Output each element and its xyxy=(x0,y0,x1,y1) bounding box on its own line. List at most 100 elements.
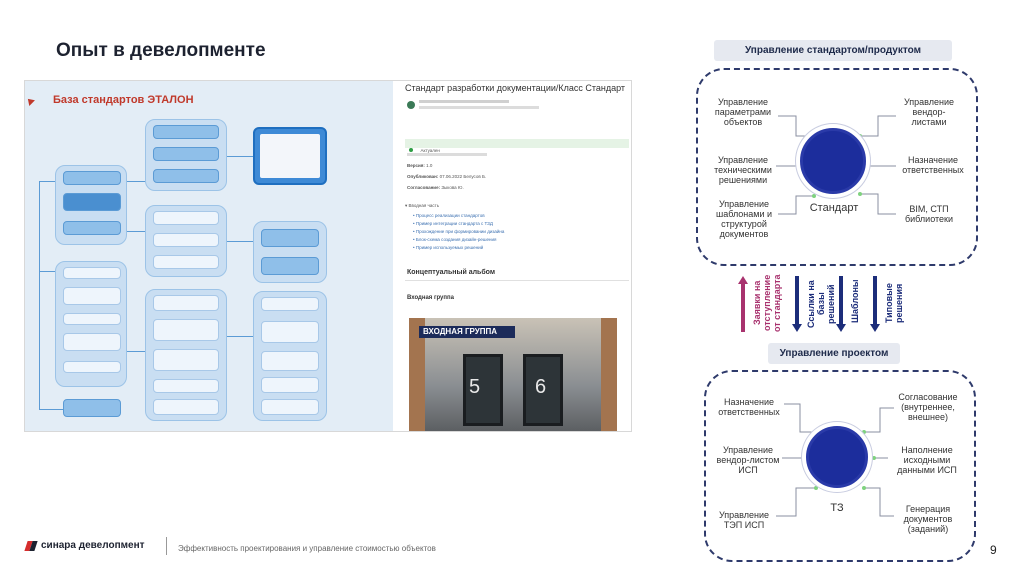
expand-link[interactable] xyxy=(407,153,487,156)
page-title: Опыт в девелопменте xyxy=(56,40,266,61)
tree-node[interactable] xyxy=(153,211,219,225)
divider xyxy=(166,537,167,555)
down-arrow-icon xyxy=(836,276,846,332)
standard-item: BIM, СТП библиотеки xyxy=(904,204,953,224)
standard-management-title: Управление стандартом/продуктом xyxy=(714,40,952,61)
tree-line xyxy=(39,271,63,272)
tree-line xyxy=(223,336,255,337)
standard-item: Управление вендор-листами xyxy=(903,97,955,127)
footer-caption: Эффективность проектирования и управлени… xyxy=(178,544,436,553)
doc-link[interactable]: • Процесс реализации стандартов xyxy=(413,213,485,218)
author-avatar xyxy=(407,101,415,109)
project-center-circle xyxy=(806,426,868,488)
standard-item: Управление техническими решениями xyxy=(714,155,772,185)
company-logo: синара девелопмент xyxy=(41,540,145,551)
standards-base-title: База стандартов ЭТАЛОН xyxy=(53,94,194,106)
doc-section-intro[interactable]: ▾ Вводная часть xyxy=(405,203,440,208)
tree-node[interactable] xyxy=(153,233,219,247)
tree-node[interactable] xyxy=(153,379,219,393)
project-item: Управление ТЭП ИСП xyxy=(718,510,770,530)
screenshot-panel: База стандартов ЭТАЛОН xyxy=(24,80,632,432)
arrow-label: Типовые решения xyxy=(884,283,904,323)
tree-line xyxy=(39,181,63,182)
standard-item: Управление шаблонами и структурой докуме… xyxy=(715,199,773,239)
company-logo-icon xyxy=(24,541,38,551)
tree-node[interactable] xyxy=(261,351,319,371)
album-subheading: Входная группа xyxy=(407,295,454,301)
entrance-group-image: ВХОДНАЯ ГРУППА 5 6 xyxy=(409,318,617,431)
up-arrow-icon xyxy=(738,276,748,332)
tree-node[interactable] xyxy=(63,171,121,185)
doc-link[interactable]: • Блок-схема создания дизайн-решения xyxy=(413,237,497,242)
album-banner: ВХОДНАЯ ГРУППА xyxy=(419,326,515,338)
tree-node[interactable] xyxy=(153,255,219,269)
tree-node[interactable] xyxy=(63,221,121,235)
tree-line xyxy=(125,181,149,182)
tree-line xyxy=(125,231,149,232)
standard-item: Назначение ответственных xyxy=(902,155,964,175)
standards-base-pane: База стандартов ЭТАЛОН xyxy=(25,81,393,431)
tree-node[interactable] xyxy=(153,319,219,341)
doc-field-approval: Согласование: Зыкова Ю. xyxy=(407,185,464,190)
doc-field-published: Опубликован: 07.06.2022 Белусов Б. xyxy=(407,174,487,179)
tree-node[interactable] xyxy=(261,297,319,311)
preview-thumbnail[interactable] xyxy=(253,127,327,185)
tree-node[interactable] xyxy=(153,125,219,139)
tree-line xyxy=(223,156,255,157)
arrow-label: Ссылки на базы решений xyxy=(806,280,836,328)
tree-node[interactable] xyxy=(261,257,319,275)
down-arrow-icon xyxy=(870,276,880,332)
doc-link[interactable]: • Прохождение при формировании дизайна xyxy=(413,229,505,234)
standard-item: Управление параметрами объектов xyxy=(714,97,772,127)
project-management-title: Управление проектом xyxy=(768,343,900,364)
author-meta xyxy=(419,100,509,103)
tree-node[interactable] xyxy=(261,377,319,393)
document-title: Стандарт разработки документации/Класс С… xyxy=(405,83,626,93)
project-center-label: ТЗ xyxy=(830,502,844,514)
project-item: Согласование (внутреннее, внешнее) xyxy=(898,392,958,422)
arrow-label: Заявки на отступление от стандарта xyxy=(752,274,782,332)
doc-link-list: • Процесс реализации стандартов • Пример… xyxy=(413,212,504,252)
tree-node[interactable] xyxy=(63,399,121,417)
tree-node[interactable] xyxy=(153,295,219,311)
tree-line xyxy=(125,351,149,352)
tree-node[interactable] xyxy=(153,349,219,371)
status-badge: Актуален xyxy=(420,148,440,153)
pointer-arrow-icon xyxy=(25,96,35,106)
project-item: Наполнение исходными данными ИСП xyxy=(897,445,957,475)
doc-field-version: Версия: 1.0 xyxy=(407,163,433,168)
tree-node[interactable] xyxy=(63,267,121,279)
project-item: Назначение ответственных xyxy=(718,397,780,417)
tree-node[interactable] xyxy=(153,169,219,183)
standard-management-box xyxy=(696,68,978,266)
project-item: Управление вендор-листом ИСП xyxy=(716,445,780,475)
album-number: 5 xyxy=(469,376,481,398)
tree-node[interactable] xyxy=(63,313,121,325)
author-meta xyxy=(419,106,539,109)
tree-node[interactable] xyxy=(261,399,319,415)
tree-node[interactable] xyxy=(63,193,121,211)
doc-link[interactable]: • Пример интеграции стандарта с ТЗД xyxy=(413,221,493,226)
project-management-box xyxy=(704,370,976,562)
tree-node[interactable] xyxy=(153,399,219,415)
album-heading: Концептуальный альбом xyxy=(407,269,496,276)
tree-node[interactable] xyxy=(261,229,319,247)
down-arrow-icon xyxy=(792,276,802,332)
tree-node[interactable] xyxy=(63,287,121,305)
standard-center-circle xyxy=(800,128,866,194)
project-item: Генерация документов (заданий) xyxy=(903,504,953,534)
tree-line xyxy=(39,409,63,410)
doc-link[interactable]: • Пример используемых решений xyxy=(413,245,484,250)
tree-node[interactable] xyxy=(63,361,121,373)
page-number: 9 xyxy=(990,543,997,557)
tree-line xyxy=(39,181,40,409)
tree-line xyxy=(223,241,255,242)
status-bar: Актуален xyxy=(405,139,629,153)
standard-center-label: Стандарт xyxy=(809,202,859,214)
arrow-label: Шаблоны xyxy=(850,279,860,323)
tree-node[interactable] xyxy=(63,333,121,351)
tree-node[interactable] xyxy=(153,147,219,161)
status-dot-icon xyxy=(409,148,413,152)
tree-node[interactable] xyxy=(261,321,319,343)
album-number: 6 xyxy=(535,376,547,398)
